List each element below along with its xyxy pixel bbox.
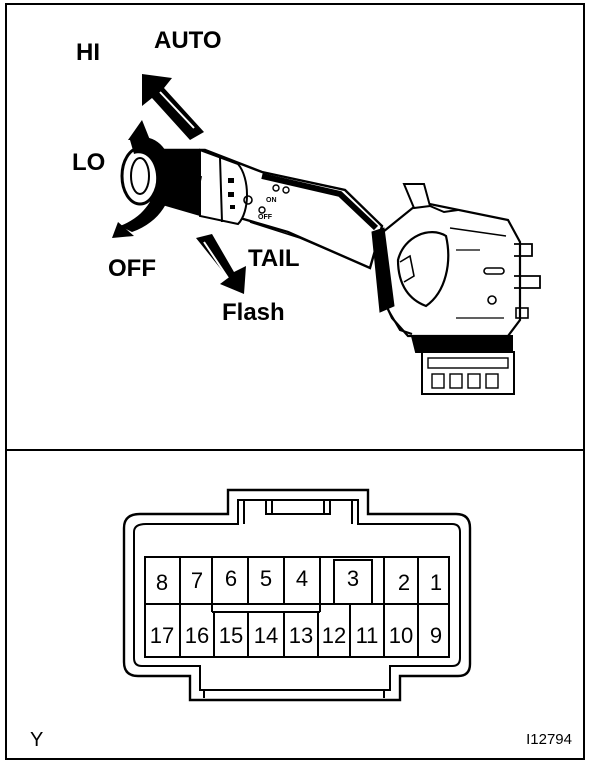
down-arrow-icon xyxy=(196,234,246,294)
pin-label: 14 xyxy=(254,623,278,648)
pin-labels-bottom: 17 16 15 14 13 12 11 10 9 xyxy=(150,623,442,648)
lever-edge xyxy=(249,221,367,267)
pin-label: 15 xyxy=(219,623,243,648)
knob-pointer xyxy=(196,175,202,197)
pin-label: 3 xyxy=(347,566,359,591)
pin-label: 17 xyxy=(150,623,174,648)
figure-frame xyxy=(5,3,585,760)
combination-switch: ON OFF xyxy=(72,27,541,395)
lever-shading xyxy=(261,173,379,231)
switch-housing xyxy=(371,183,541,338)
knob-off-label: OFF xyxy=(258,214,273,221)
auto-label: AUTO xyxy=(154,27,222,54)
connector-key xyxy=(243,500,353,524)
headlight-symbol-icon xyxy=(170,172,192,194)
up-arrow-icon xyxy=(142,74,204,140)
off-label: OFF xyxy=(108,255,156,282)
tail-label: TAIL xyxy=(248,245,300,272)
connector-outer-shell xyxy=(122,488,472,702)
pin-label: 10 xyxy=(389,623,413,648)
connector-inner-shell xyxy=(133,499,461,691)
flash-label: Flash xyxy=(222,299,285,326)
knob-ring xyxy=(199,148,248,226)
hi-label: HI xyxy=(76,39,100,66)
pin-label: 7 xyxy=(191,568,203,593)
pin-label: 8 xyxy=(156,570,168,595)
pin-label: 12 xyxy=(322,623,346,648)
pin-labels-top: 8 7 6 5 4 3 2 1 xyxy=(156,566,442,595)
pin-label: 9 xyxy=(430,623,442,648)
pin-grid xyxy=(144,556,450,658)
pin-label: 11 xyxy=(356,623,379,648)
housing-connector-socket xyxy=(410,335,515,395)
pin-label: 5 xyxy=(260,566,272,591)
pin-label: 2 xyxy=(398,570,410,595)
pin-label: 4 xyxy=(296,566,308,591)
knob-divider xyxy=(219,157,223,223)
connector-face xyxy=(122,488,472,702)
pin-label: 16 xyxy=(185,623,209,648)
pin-label: 13 xyxy=(289,623,313,648)
connector-feet xyxy=(203,690,385,698)
pin-label: 6 xyxy=(225,566,237,591)
knob-on-label: ON xyxy=(266,197,277,204)
knob-markings xyxy=(228,178,290,214)
footer-left-code: Y xyxy=(30,729,43,751)
figure-id: I12794 xyxy=(526,731,572,748)
lo-label: LO xyxy=(72,149,105,176)
pin-label: 1 xyxy=(430,570,442,595)
rotation-arrow-icon xyxy=(112,120,173,238)
